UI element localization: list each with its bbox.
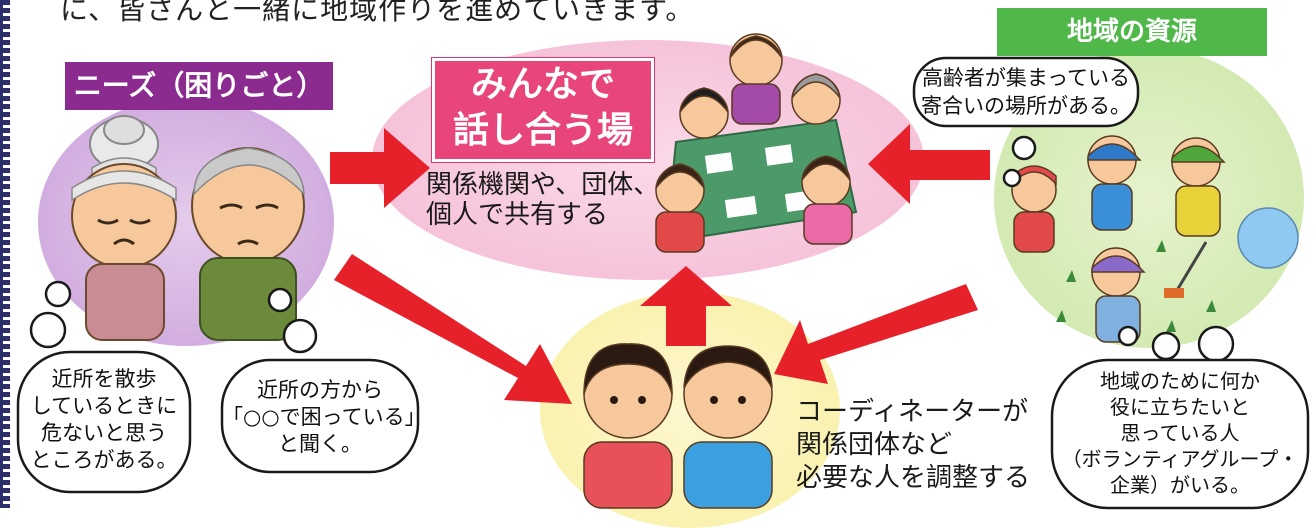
thought-line: 「○○で困っている」 [222, 405, 426, 429]
arrow-needs-to-coordinator [334, 254, 572, 404]
thought-dot-right-bottom-small [1117, 325, 1139, 347]
coordinator-caption-line2: 関係団体など [796, 430, 953, 460]
meeting-caption-line1: 関係機関や、団体、 [426, 170, 660, 200]
thought-bubbles-layer [16, 56, 1310, 510]
intro-text: に、皆さんと一緒に地域作りを進めていきます。 [60, 0, 695, 26]
thought-line: 企業）がいる。 [1110, 473, 1250, 497]
thought-line: 近所を散歩 [51, 367, 157, 391]
arrow-coordinator-to-meeting [640, 266, 732, 346]
thought-dot-right-top-2 [1002, 168, 1022, 188]
thought-line: ところがある。 [30, 448, 178, 472]
thought-dot-right-top-1 [1011, 135, 1037, 161]
thought-dot-right-bottom-large [1197, 325, 1235, 363]
grandpa-figure [191, 147, 305, 341]
arrows-layer [330, 124, 990, 404]
thought-line: 役に立ちたいと [1110, 395, 1250, 419]
meeting-title-box: みんなで 話し合う場 [432, 58, 654, 162]
grandma-figure [71, 115, 177, 341]
thought-line: 寄合いの場所がある。 [921, 94, 1131, 118]
thought-text-needs-2: 近所の方から 「○○で困っている」 と聞く。 [222, 377, 426, 458]
arrow-needs-to-meeting [330, 128, 430, 208]
needs-label-text: ニーズ（困りごと） [73, 69, 325, 102]
coordinator-caption: コーディネーターが 関係団体など 必要な人を調整する [796, 396, 1030, 495]
thought-line: と聞く。 [278, 432, 362, 456]
thought-text-resources-top: 高齢者が集まっている 寄合いの場所がある。 [914, 64, 1138, 120]
coordinator-caption-line3: 必要な人を調整する [796, 463, 1031, 493]
meeting-title-line1: みんなで [470, 64, 615, 105]
thought-bubble-resources-top [912, 56, 1140, 128]
thought-dot-center-medium [282, 318, 318, 354]
thought-line: 思っている人 [1120, 421, 1240, 445]
thought-dot-right-bottom-medium [1151, 331, 1181, 361]
thought-dot-left-medium [29, 311, 67, 349]
needs-label-tag: ニーズ（困りごと） [65, 62, 333, 110]
thought-bubble-needs-1 [16, 350, 192, 494]
thought-line: 高齢者が集まっている [921, 66, 1131, 90]
coordinator-caption-line1: コーディネーターが [796, 397, 1029, 427]
thought-line: 危ないと思う [41, 421, 167, 445]
coordinators-illustration [583, 343, 773, 509]
thought-line: しているときに [30, 394, 178, 418]
resources-label-tag: 地域の資源 [997, 8, 1267, 56]
thought-line: 近所の方から [257, 378, 383, 402]
thought-dot-left-small [44, 280, 72, 308]
elderly-couple-illustration [71, 115, 305, 341]
meeting-caption: 関係機関や、団体、 個人で共有する [426, 170, 659, 230]
thought-line: （ボランティアグループ・ [1061, 447, 1299, 471]
meeting-caption-line2: 個人で共有する [426, 200, 609, 230]
thought-text-resources-bottom: 地域のために何か 役に立ちたいと 思っている人 （ボランティアグループ・ 企業）… [1052, 368, 1308, 498]
thought-line: 地域のために何か [1100, 369, 1260, 393]
page-left-border [0, 0, 10, 508]
arrow-resources-to-coordinator [774, 284, 978, 384]
thought-dot-center-small [267, 287, 293, 313]
thought-bubble-needs-2 [220, 358, 420, 474]
arrow-resources-to-meeting [868, 124, 990, 204]
meeting-illustration [655, 33, 858, 253]
volunteers-illustration [1011, 135, 1299, 343]
thought-text-needs-1: 近所を散歩 しているときに 危ないと思う ところがある。 [18, 366, 190, 474]
resources-label-text: 地域の資源 [1066, 17, 1197, 47]
meeting-title-line2: 話し合う場 [452, 110, 633, 151]
